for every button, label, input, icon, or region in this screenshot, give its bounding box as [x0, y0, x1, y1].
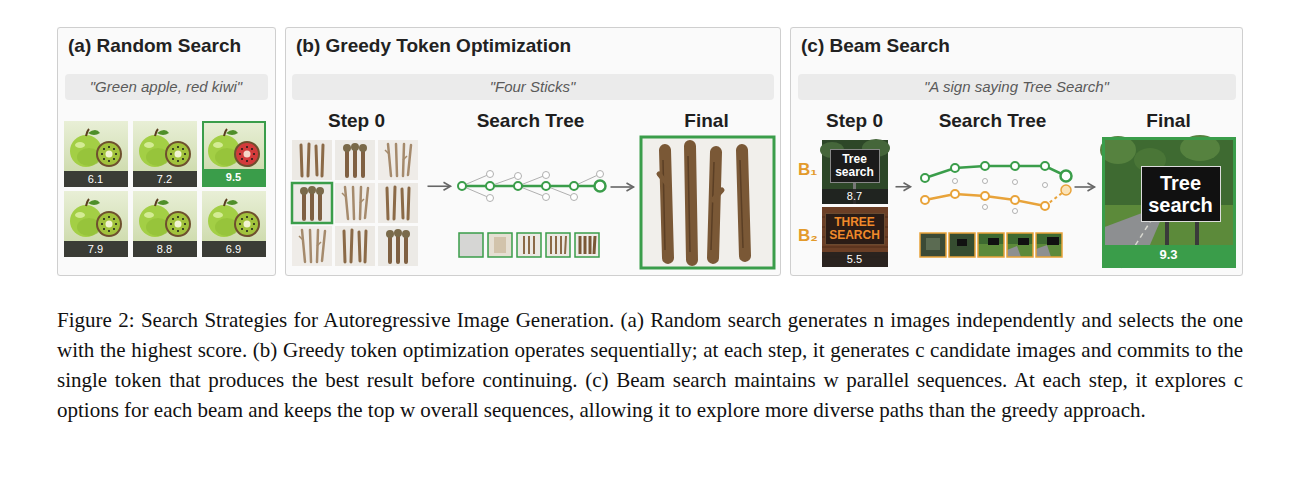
- score-bar: 8.8: [133, 241, 197, 257]
- beam-search-tree: [921, 162, 1072, 214]
- search-tree: [458, 171, 606, 202]
- panel-heading: (c) Beam Search: [801, 35, 950, 57]
- sign-text: Tree search: [1141, 166, 1221, 222]
- strategy-panel: "Four Sticks" Step 0 Search Tree Final (b) G…: [285, 27, 781, 276]
- column-heading: Step 0: [826, 110, 883, 132]
- image-tile: 6.1: [64, 121, 128, 187]
- stage-column: Final: [638, 108, 776, 271]
- strategy-panel: "A sign saying Tree Search" Tree search 8.…: [790, 27, 1243, 276]
- column-heading: Search Tree: [477, 110, 585, 132]
- score-bar: 9.5: [204, 169, 264, 185]
- prompt-pill: "A sign saying Tree Search": [798, 74, 1236, 100]
- score-bar: 6.1: [64, 171, 128, 187]
- final-sign-image: [1100, 135, 1236, 268]
- column-heading: Final: [684, 110, 728, 132]
- panel-heading: (b) Greedy Token Optimization: [296, 35, 571, 57]
- stage-column: Tree search 9.3 Final: [1099, 108, 1239, 271]
- column-heading: Step 0: [328, 110, 385, 132]
- image-tile: 9.5: [202, 121, 266, 187]
- image-tile: 6.9: [202, 191, 266, 257]
- score-bar: 8.7: [822, 189, 888, 204]
- sign-text: Tree search: [830, 149, 880, 183]
- stage-column: Search Tree: [455, 108, 607, 263]
- caption-holder: Figure 2: Search Strategies for Autoregr…: [57, 305, 1243, 425]
- column-heading: Final: [1146, 110, 1190, 132]
- selected-frame: [292, 183, 332, 223]
- prompt-pill: "Four Sticks": [292, 74, 774, 100]
- score-bar: 9.3: [1105, 245, 1233, 265]
- sign-text: THREE SEARCH: [825, 213, 885, 245]
- stage-column: Search Tree: [915, 108, 1071, 263]
- beam-step-images: [820, 139, 890, 267]
- beam-tile: Tree search 8.7: [822, 140, 888, 204]
- prompt-text: "Green apple, red kiwi": [90, 78, 242, 95]
- stick-image: [292, 183, 332, 223]
- prompt-text: "Four Sticks": [490, 78, 576, 95]
- apple-image: [133, 191, 197, 257]
- panel-ground: [285, 27, 781, 276]
- apple-image: [133, 121, 197, 187]
- strategy-panel: "Green apple, red kiwi" 6.1 7.2 9.5 7.9 8.8 6.…: [57, 27, 276, 276]
- apple-image: [64, 121, 128, 187]
- flow-arrow: [1075, 186, 1095, 188]
- stick-image: [378, 226, 418, 266]
- stick-image: [335, 226, 375, 266]
- panel-heading: (a) Random Search: [68, 35, 241, 57]
- panel-ground: [57, 27, 276, 276]
- final-sticks-image: [641, 137, 774, 268]
- final-image: Tree search 9.3: [1102, 137, 1236, 268]
- prompt-text: "A sign saying Tree Search": [924, 78, 1109, 95]
- beam-label: B₂: [798, 226, 818, 245]
- flow-arrow: [896, 186, 911, 188]
- column-heading: Search Tree: [939, 110, 1047, 132]
- panel-ground: [790, 27, 1243, 276]
- apple-image: [202, 191, 266, 257]
- score-bar: 7.2: [133, 171, 197, 187]
- label-holder: B₁: [798, 160, 817, 180]
- stage-column: Tree search 8.7THREE SEARCH 5.5 Step 0: [818, 108, 892, 270]
- stick-image: [335, 140, 375, 180]
- label-holder: B₂: [798, 226, 818, 246]
- beam-label: B₁: [798, 160, 817, 179]
- stick-image: [378, 183, 418, 223]
- image-tile: 8.8: [133, 191, 197, 257]
- stick-image: [292, 226, 332, 266]
- flow-arrow: [611, 186, 634, 188]
- image-tile: 7.2: [133, 121, 197, 187]
- figure-caption: Figure 2: Search Strategies for Autoregr…: [57, 305, 1243, 425]
- flow-arrow: [428, 185, 451, 187]
- image-tile: 7.9: [64, 191, 128, 257]
- score-bar: 6.9: [202, 241, 266, 257]
- apple-image: [202, 121, 266, 187]
- beam-thumbnails: [920, 233, 1062, 257]
- stick-image: [378, 140, 418, 180]
- apple-image: [64, 191, 128, 257]
- stage-column: Step 0: [290, 108, 424, 268]
- stick-image: [292, 140, 332, 180]
- score-bar: 5.5: [822, 252, 888, 267]
- score-bar: 7.9: [64, 241, 128, 257]
- stick-image: [335, 183, 375, 223]
- prompt-pill: "Green apple, red kiwi": [65, 74, 268, 100]
- beam-tile: THREE SEARCH 5.5: [822, 207, 888, 267]
- step-thumbnails: [459, 233, 599, 257]
